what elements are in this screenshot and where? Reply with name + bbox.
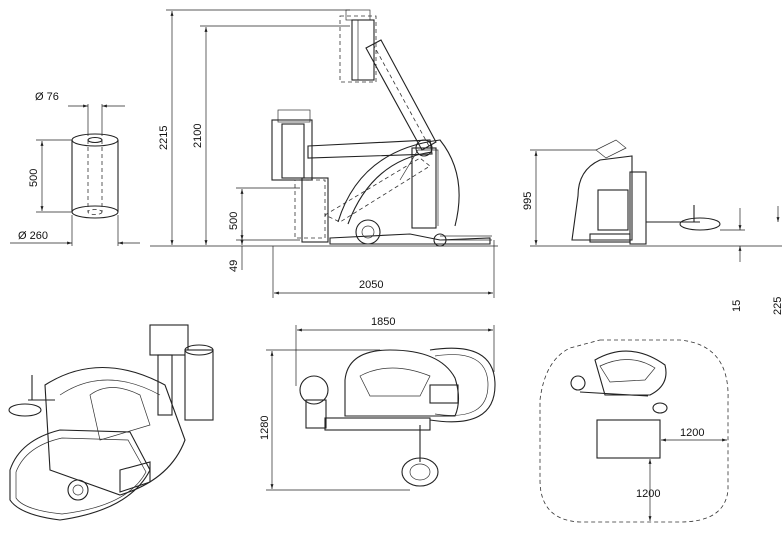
turning-clearance-view: 1200 1200: [539, 339, 729, 523]
roll-height-label: 500: [28, 169, 40, 187]
film-roll: [71, 133, 119, 219]
iso-wheel-icon: [67, 479, 89, 501]
fork-height-label: 225: [772, 297, 782, 315]
top-length-label: 1850: [371, 316, 395, 328]
mast-height-label: 2100: [192, 124, 204, 148]
raised-carriage: [339, 9, 377, 83]
machine-height-label: 995: [522, 192, 534, 210]
front-elevation-view: 995 15 225: [522, 139, 782, 315]
top-roll-icon: [299, 375, 329, 405]
overall-length-label: 2050: [359, 279, 383, 291]
roll-diameter-label: Ø 260: [18, 230, 48, 242]
turning-clearance-x-label: 1200: [680, 427, 704, 439]
lowered-carriage: [271, 109, 329, 243]
fork-clearance-label: 15: [731, 300, 743, 312]
turning-clearance-y-label: 1200: [636, 488, 660, 500]
roll-lift-height-label: 500: [228, 212, 240, 230]
top-width-label: 1280: [259, 416, 271, 440]
top-view: 1850 1280: [259, 316, 496, 491]
ground-clearance-label: 49: [228, 260, 240, 272]
max-height-label: 2215: [158, 126, 170, 150]
drive-wheel-icon: [355, 219, 381, 245]
film-roll-view: Ø 76 500 Ø 260: [10, 91, 140, 246]
side-elevation-view: 2215 2100 500 49 2050: [150, 9, 498, 298]
isometric-view: [8, 324, 214, 521]
pallet-footprint: [596, 419, 661, 459]
roll-core-diameter-label: Ø 76: [35, 91, 59, 103]
